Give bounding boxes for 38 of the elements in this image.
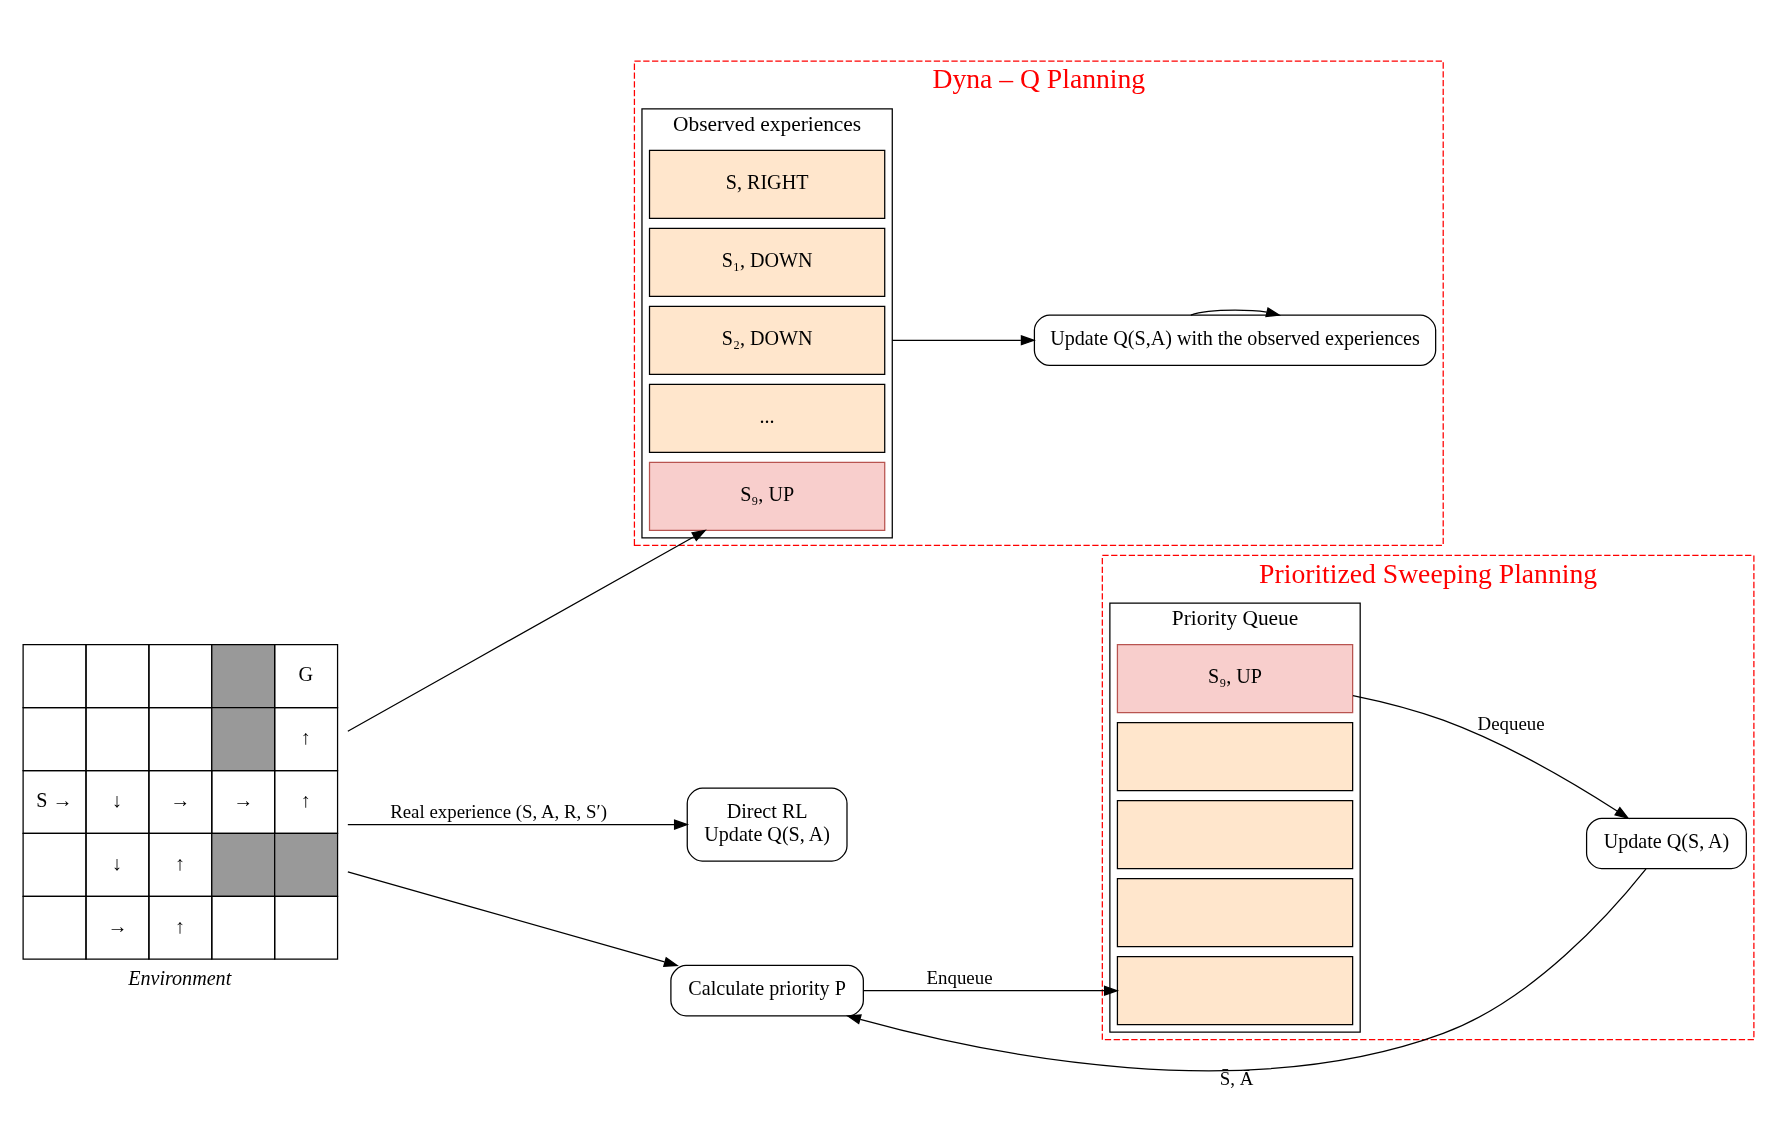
node-label: Environment	[128, 967, 232, 990]
label: G	[298, 662, 314, 685]
node-box: Calculate priority P	[670, 964, 864, 1017]
label: →	[233, 788, 254, 811]
arrow	[347, 871, 679, 967]
edge-label: Real experience (S, A, R, S′)	[390, 801, 607, 823]
label: ↑	[300, 788, 311, 811]
label: ↑	[174, 851, 185, 874]
label: ↑	[174, 914, 185, 937]
arrow	[1352, 694, 1630, 820]
edge-label: S̄, Ā	[1219, 1067, 1254, 1089]
label: S →	[36, 788, 73, 811]
node-box	[1116, 878, 1354, 948]
arrow	[845, 868, 1647, 1071]
arrow	[347, 819, 690, 830]
label: →	[170, 788, 191, 811]
node-box	[1116, 722, 1354, 792]
label: ↓	[111, 788, 122, 811]
edge-label: Dequeue	[1477, 713, 1545, 735]
node-box: Direct RL Update Q(S, A)	[686, 787, 848, 862]
edge-label: Enqueue	[926, 967, 993, 989]
node-box: Update Q(S,A) with the observed experiences	[1033, 314, 1437, 367]
node-box: S₁, DOWN	[648, 227, 886, 297]
label: →	[107, 914, 128, 937]
label: ↑	[300, 725, 311, 748]
node-box	[1116, 956, 1354, 1026]
arrow	[347, 529, 707, 732]
arrow	[891, 335, 1036, 346]
node-box: Update Q(S, A)	[1585, 817, 1747, 870]
node-box: ...	[648, 383, 886, 453]
node-box: S, RIGHT	[648, 149, 886, 219]
label: ↓	[111, 851, 122, 874]
node-box: S₂, DOWN	[648, 305, 886, 375]
node-box: S₉, UP	[1116, 644, 1354, 714]
node-box	[1116, 800, 1354, 870]
arrow	[1190, 306, 1282, 318]
node-box: S₉, UP	[648, 461, 886, 531]
arrow	[863, 985, 1120, 996]
